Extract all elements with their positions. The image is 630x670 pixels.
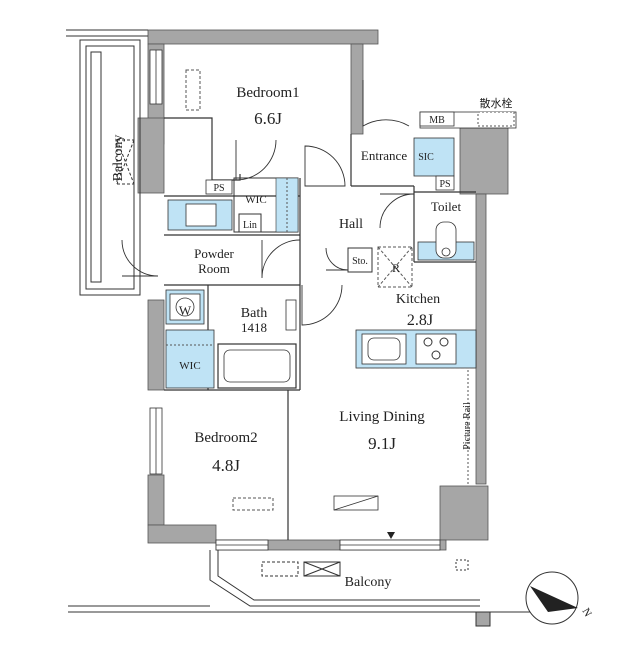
wic-top-label: WIC — [245, 194, 266, 206]
windows — [149, 49, 517, 551]
walls — [137, 29, 509, 551]
washer — [165, 289, 205, 325]
bedroom2-name: Bedroom2 — [194, 430, 257, 446]
ps-top-box — [205, 179, 233, 195]
ps-top-label: PS — [213, 183, 224, 194]
hall-label: Hall — [339, 217, 363, 232]
bedroom1-size: 6.6J — [254, 109, 282, 128]
living-dining-name: Living Dining — [339, 409, 425, 425]
bedroom1-name: Bedroom1 — [236, 85, 299, 101]
bedroom1-ac — [185, 69, 201, 111]
sic-closet — [413, 111, 515, 191]
compass-north-label: N — [579, 606, 593, 619]
side-balcony — [66, 29, 148, 296]
washer-label: W — [179, 303, 192, 318]
balcony-side-label: Balcony — [111, 135, 126, 182]
kitchen-size: 2.8J — [407, 312, 433, 329]
entry-arrow-icon — [387, 532, 395, 539]
compass-icon — [525, 571, 579, 625]
wic-top — [233, 177, 299, 233]
bedroom2-ac — [232, 497, 274, 511]
balcony-bottom-label: Balcony — [345, 575, 392, 590]
kitchen-name: Kitchen — [396, 292, 440, 307]
mb-label: MB — [429, 115, 445, 126]
sprinkler-label: 散水栓 — [480, 96, 513, 110]
storage-label: Sto. — [352, 256, 368, 267]
doors — [121, 80, 415, 326]
living-ac — [333, 495, 379, 511]
living-dining-size: 9.1J — [368, 434, 396, 453]
powder-room-line1: Powder — [194, 246, 234, 261]
kitchen-counter — [355, 329, 477, 369]
ps-right-label: PS — [439, 179, 450, 190]
entrance-label: Entrance — [361, 148, 407, 163]
bathtub — [217, 299, 297, 389]
toilet-label: Toilet — [431, 199, 462, 214]
linen-label: Lin — [243, 220, 257, 231]
storage-box — [347, 247, 373, 273]
picture-rail-label: Picture Rail — [462, 402, 473, 450]
bath-size: 1418 — [241, 320, 267, 335]
refrigerator-label: R — [392, 261, 400, 275]
bottom-balcony — [68, 550, 530, 627]
bedroom2-size: 4.8J — [212, 456, 240, 475]
bath-name: Bath — [241, 306, 267, 321]
wic-bottom-label: WIC — [179, 360, 200, 372]
toilet-fixture — [417, 221, 475, 261]
sic-label: SIC — [418, 152, 434, 163]
vanity — [167, 199, 233, 231]
wic-bottom — [165, 329, 215, 389]
powder-room-line2: Room — [198, 261, 230, 276]
refrigerator — [377, 246, 413, 288]
